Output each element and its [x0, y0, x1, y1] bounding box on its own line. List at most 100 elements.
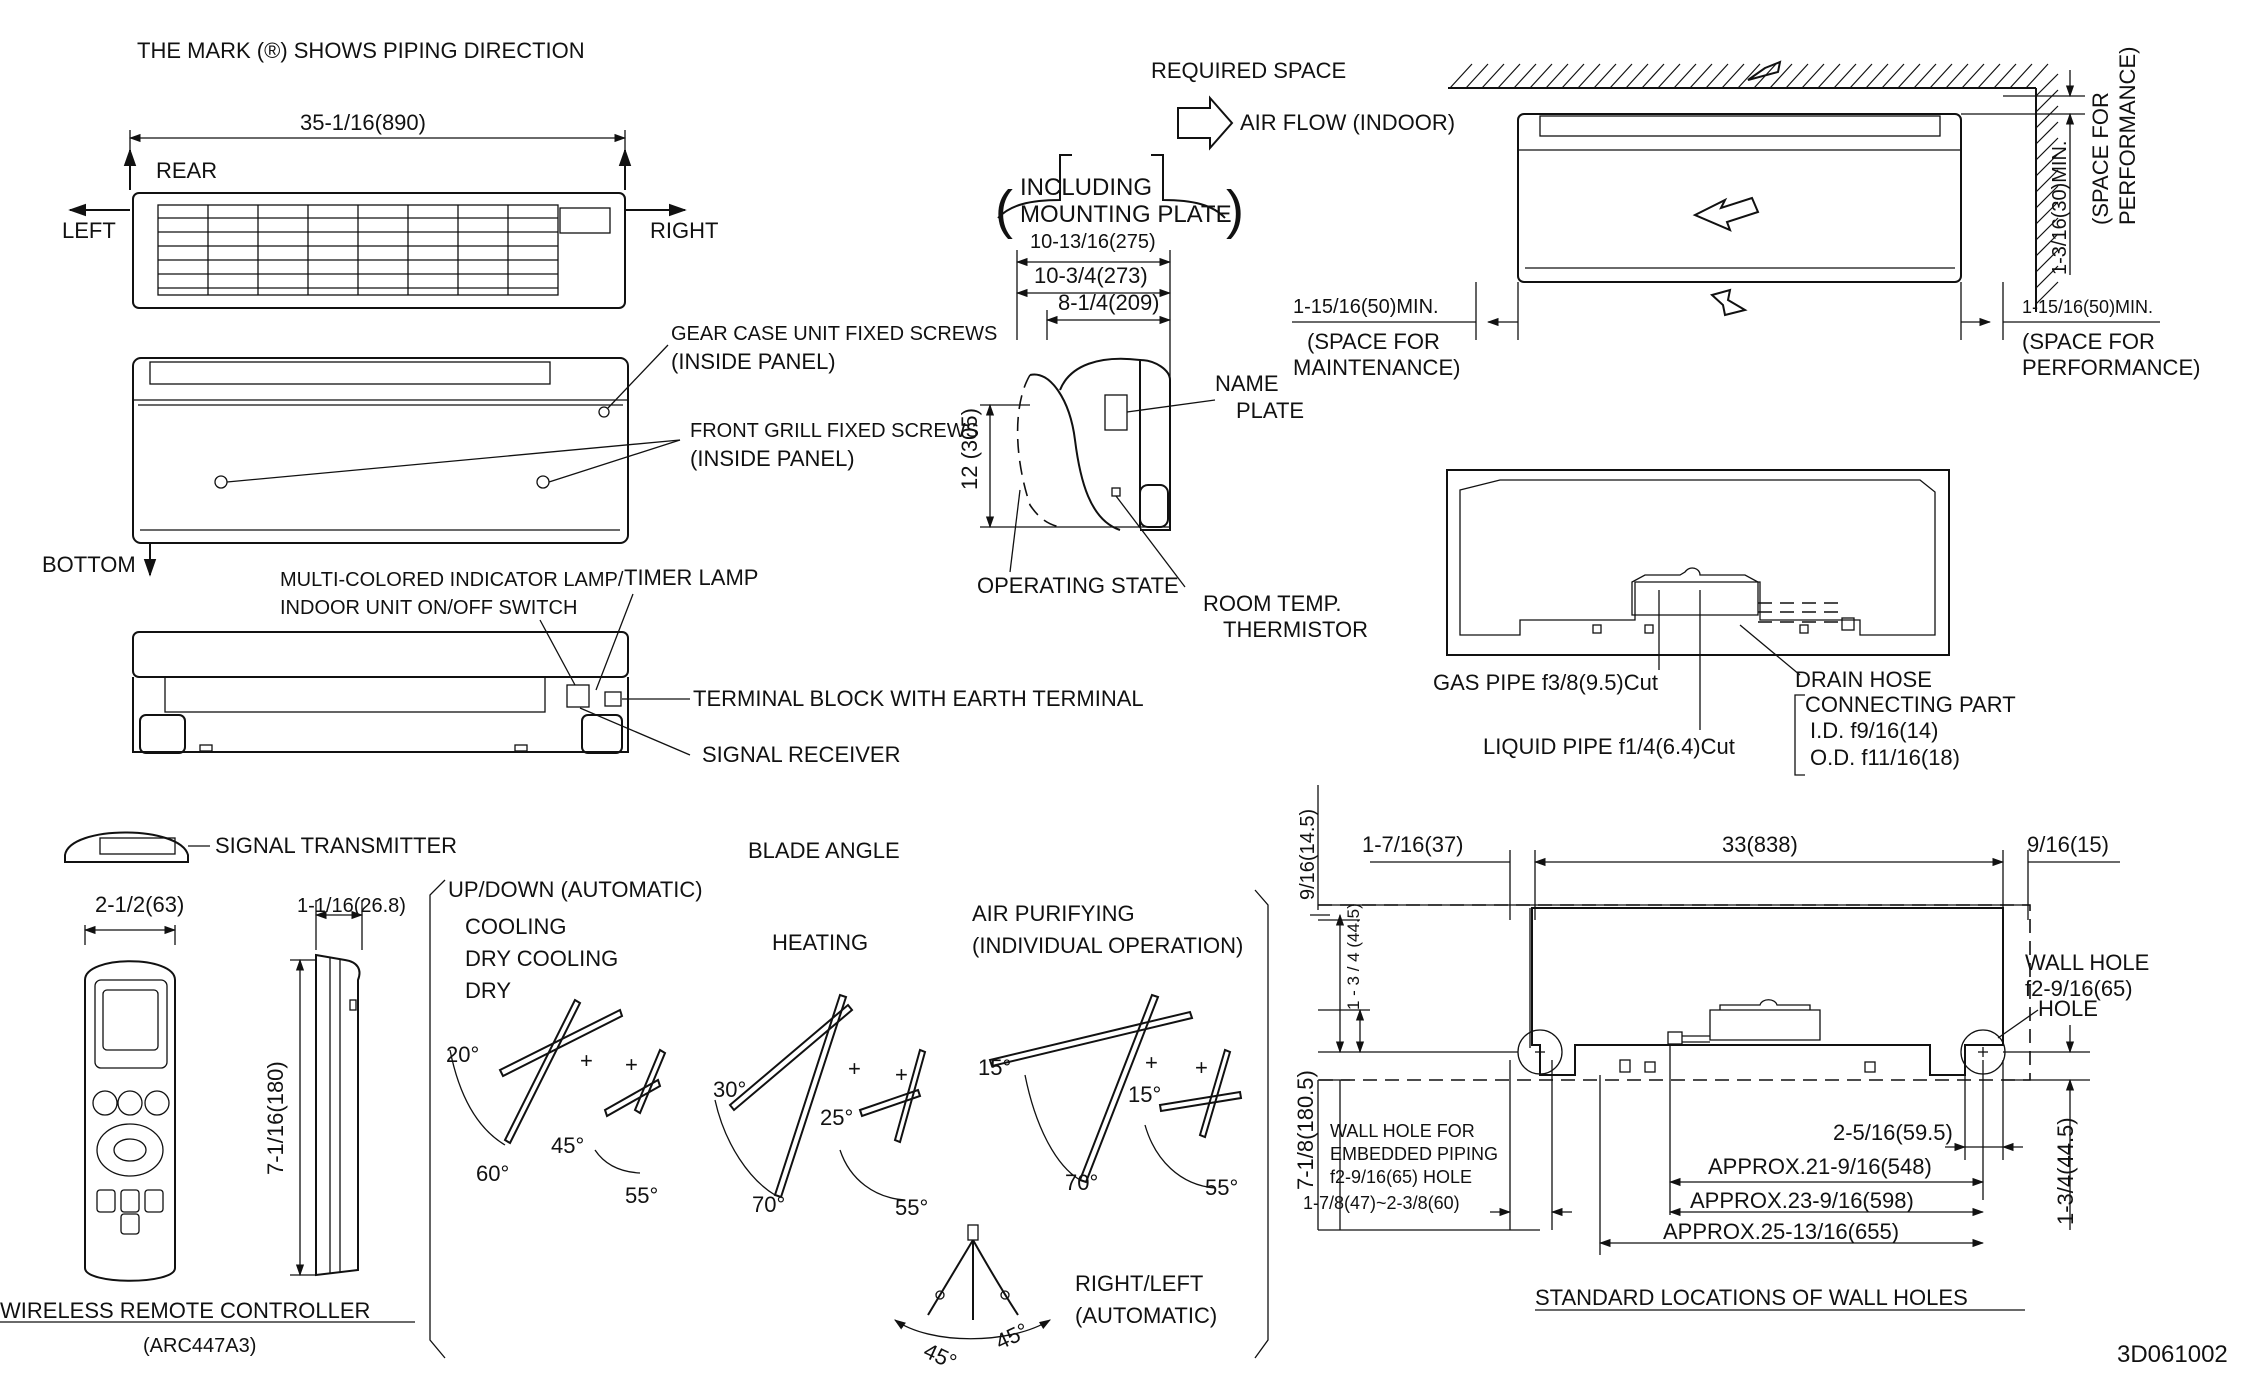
- dim-209: 8-1/4(209): [1058, 290, 1160, 315]
- remote-model: (ARC447A3): [143, 1335, 256, 1357]
- heating-label: HEATING: [772, 930, 868, 955]
- blade-angle-view: BLADE ANGLE UP/DOWN (AUTOMATIC) COOLING …: [446, 838, 1269, 1375]
- unit-bottom-view: MULTI-COLORED INDICATOR LAMP/ INDOOR UNI…: [132, 565, 1144, 767]
- drain-id-label: I.D. f9/16(14): [1810, 718, 1938, 743]
- right-left-label-1: RIGHT/LEFT: [1075, 1271, 1203, 1296]
- indicator-lamp-label: MULTI-COLORED INDICATOR LAMP/: [280, 569, 624, 591]
- wall-hole-label-2: f2-9/16(65): [2025, 976, 2133, 1001]
- air-angle-15b: 15°: [1128, 1082, 1161, 1107]
- dim-548: APPROX.21-9/16(548): [1708, 1154, 1932, 1179]
- cooling-label: COOLING: [465, 914, 566, 939]
- dim-15: 9/16(15): [2027, 832, 2109, 857]
- remote-controller-view: SIGNAL TRANSMITTER 2-1/2(63) 1-1/16(26.8…: [0, 831, 457, 1359]
- dim-838: 33(838): [1722, 832, 1798, 857]
- top-space-note-2: PERFORMANCE): [2115, 47, 2140, 225]
- rear-label: REAR: [156, 158, 217, 183]
- cooling-angle-60: 60°: [476, 1161, 509, 1186]
- rl-angle-45a: 45°: [920, 1338, 961, 1375]
- embedded-label-2: EMBEDDED PIPING: [1330, 1144, 1498, 1164]
- right-space-note-1: (SPACE FOR: [2022, 329, 2155, 354]
- wall-hole-label-3: HOLE: [2038, 996, 2098, 1021]
- unit-front-view: GEAR CASE UNIT FIXED SCREWS (INSIDE PANE…: [42, 323, 997, 577]
- air-purifying-label-1: AIR PURIFYING: [972, 901, 1135, 926]
- unit-side-view: INCLUDING MOUNTING PLATE ( ) 10-13/16(27…: [957, 154, 1368, 642]
- remote-depth-dim: 1-1/16(26.8): [297, 895, 406, 917]
- dim-37: 1-7/16(37): [1362, 832, 1464, 857]
- plus-5: +: [1145, 1050, 1158, 1075]
- dim-47-60: 1-7/8(47)~2-3/8(60): [1303, 1193, 1460, 1213]
- plus-3: +: [848, 1056, 861, 1081]
- cooling-angle-45: 45°: [551, 1133, 584, 1158]
- plus-4: +: [895, 1062, 908, 1087]
- gear-case-inside-panel: (INSIDE PANEL): [671, 349, 836, 374]
- timer-lamp-label: TIMER LAMP: [624, 565, 758, 590]
- heating-angle-70: 70°: [752, 1192, 785, 1217]
- embedded-label-3: f2-9/16(65) HOLE: [1330, 1167, 1472, 1187]
- wall-holes-view: 9/16(14.5) 1-7/16(37) 33(838) 9/16(15): [1293, 785, 2149, 1311]
- including-label: INCLUDING: [1020, 174, 1152, 201]
- dim-305: 12 (305): [957, 408, 982, 490]
- left-label: LEFT: [62, 218, 116, 243]
- left-space-min: 1-15/16(50)MIN.: [1293, 296, 1439, 318]
- mounting-plate-label: MOUNTING PLATE: [1020, 201, 1232, 228]
- left-space-note-2: MAINTENANCE): [1293, 355, 1460, 380]
- wall-hole-label-1: WALL HOLE: [2025, 950, 2149, 975]
- plus-1: +: [580, 1048, 593, 1073]
- name-plate-label-2: PLATE: [1236, 398, 1304, 423]
- remote-title: WIRELESS REMOTE CONTROLLER: [0, 1298, 370, 1323]
- dim-180-5: 7-1/8(180.5): [1293, 1070, 1318, 1190]
- dim-14-5: 9/16(14.5): [1297, 809, 1319, 900]
- gear-case-screws-label: GEAR CASE UNIT FIXED SCREWS: [671, 323, 997, 345]
- cooling-angle-55: 55°: [625, 1183, 658, 1208]
- blade-angle-title: BLADE ANGLE: [748, 838, 900, 863]
- right-space-min: 1-15/16(50)MIN.: [2022, 297, 2153, 317]
- right-left-label-2: (AUTOMATIC): [1075, 1303, 1217, 1328]
- air-angle-70: 70°: [1065, 1170, 1098, 1195]
- heating-angle-30: 30°: [713, 1077, 746, 1102]
- name-plate-label-1: NAME: [1215, 371, 1279, 396]
- required-space-view: REQUIRED SPACE AIR FLOW (INDOOR) 1-15/16…: [1151, 47, 2200, 380]
- dim-598: APPROX.23-9/16(598): [1690, 1188, 1914, 1213]
- drawing-number: 3D061002: [2117, 1341, 2228, 1368]
- room-temp-label-2: THERMISTOR: [1223, 617, 1368, 642]
- right-space-note-2: PERFORMANCE): [2022, 355, 2200, 380]
- top-space-min: 1-3/16(30)MIN.: [2049, 141, 2071, 276]
- air-angle-15a: 15°: [978, 1055, 1011, 1080]
- dim-44-5a: 1 - 3 / 4 (44.5): [1344, 903, 1363, 1010]
- remote-height-dim: 7-1/16(180): [263, 1061, 288, 1175]
- heating-angle-25: 25°: [820, 1105, 853, 1130]
- wall-holes-title: STANDARD LOCATIONS OF WALL HOLES: [1535, 1285, 1968, 1310]
- top-width-dimension: 35-1/16(890): [300, 110, 426, 135]
- drain-od-label: O.D. f11/16(18): [1810, 745, 1960, 770]
- updown-label: UP/DOWN (AUTOMATIC): [448, 877, 703, 902]
- liquid-pipe-label: LIQUID PIPE f1/4(6.4)Cut: [1483, 734, 1735, 759]
- room-temp-label-1: ROOM TEMP.: [1203, 591, 1342, 616]
- rl-angle-45b: 45°: [992, 1318, 1033, 1355]
- front-grill-screws-label: FRONT GRILL FIXED SCREWS: [690, 420, 979, 442]
- top-space-note-1: (SPACE FOR: [2088, 92, 2113, 225]
- terminal-block-label: TERMINAL BLOCK WITH EARTH TERMINAL: [693, 686, 1144, 711]
- left-space-note-1: (SPACE FOR: [1307, 329, 1440, 354]
- gas-pipe-label: GAS PIPE f3/8(9.5)Cut: [1433, 670, 1658, 695]
- left-paren: (: [995, 180, 1013, 240]
- operating-state-label: OPERATING STATE: [977, 573, 1179, 598]
- drain-hose-label-1: DRAIN HOSE: [1795, 667, 1932, 692]
- air-angle-55: 55°: [1205, 1175, 1238, 1200]
- dry-cooling-label: DRY COOLING: [465, 946, 618, 971]
- plus-6: +: [1195, 1055, 1208, 1080]
- dim-275: 10-13/16(275): [1030, 231, 1156, 253]
- dim-655: APPROX.25-13/16(655): [1663, 1219, 1899, 1244]
- onoff-switch-label: INDOOR UNIT ON/OFF SWITCH: [280, 597, 577, 619]
- embedded-label-1: WALL HOLE FOR: [1330, 1121, 1475, 1141]
- required-space-label: REQUIRED SPACE: [1151, 58, 1346, 83]
- plus-2: +: [625, 1052, 638, 1077]
- unit-top-view: 35-1/16(890) REAR LEFT RIGHT: [62, 110, 718, 309]
- mounting-plate-view: GAS PIPE f3/8(9.5)Cut LIQUID PIPE f1/4(6…: [1433, 469, 2016, 776]
- air-purifying-label-2: (INDIVIDUAL OPERATION): [972, 933, 1243, 958]
- dim-44-5b: 1-3/4(44.5): [2053, 1117, 2078, 1225]
- bottom-label: BOTTOM: [42, 552, 136, 577]
- drain-hose-label-2: CONNECTING PART: [1805, 692, 2016, 717]
- remote-width-dim: 2-1/2(63): [95, 892, 184, 917]
- dim-59-5: 2-5/16(59.5): [1833, 1120, 1953, 1145]
